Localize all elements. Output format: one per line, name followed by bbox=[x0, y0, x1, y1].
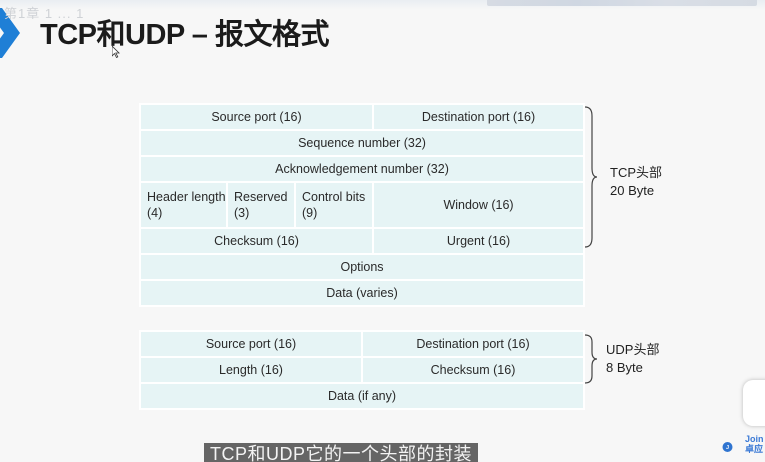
tcp-header-length: Header length (4) bbox=[139, 181, 228, 229]
udp-brace-label-line2: 8 Byte bbox=[606, 360, 643, 375]
tcp-options: Options bbox=[138, 253, 586, 281]
udp-header-table: Source port (16) Destination port (16) L… bbox=[139, 330, 585, 410]
tcp-urgent: Urgent (16) bbox=[372, 227, 586, 255]
video-subtitle: TCP和UDP它的一个头部的封装 bbox=[204, 443, 479, 462]
tcp-reserved: Reserved (3) bbox=[226, 181, 296, 229]
udp-checksum: Checksum (16) bbox=[361, 356, 585, 384]
tcp-data: Data (varies) bbox=[138, 279, 586, 307]
logo-text-line2: 卓应 bbox=[745, 444, 764, 454]
logo-icon: J bbox=[722, 442, 733, 452]
tcp-ack-number: Acknowledgement number (32) bbox=[138, 155, 586, 183]
udp-length: Length (16) bbox=[139, 356, 363, 384]
top-tabs bbox=[487, 0, 757, 6]
chat-icon[interactable] bbox=[743, 380, 765, 426]
cursor-icon bbox=[112, 46, 120, 58]
faded-label: 第1章 1 ... 1 bbox=[4, 6, 85, 21]
logo-text: Join 卓应 bbox=[745, 434, 764, 454]
tcp-brace bbox=[584, 106, 598, 248]
tcp-header-table: Source port (16) Destination port (16) S… bbox=[138, 103, 586, 307]
udp-destination-port: Destination port (16) bbox=[361, 330, 585, 358]
tcp-window: Window (16) bbox=[372, 181, 586, 229]
udp-brace-label-line1: UDP头部 bbox=[606, 342, 660, 357]
logo-text-line1: Join bbox=[745, 434, 764, 444]
tcp-control-bits: Control bits (9) bbox=[293, 181, 375, 229]
top-strip bbox=[0, 0, 765, 10]
udp-data: Data (if any) bbox=[139, 382, 585, 410]
tcp-source-port: Source port (16) bbox=[138, 103, 375, 131]
udp-source-port: Source port (16) bbox=[139, 330, 363, 358]
tcp-sequence-number: Sequence number (32) bbox=[138, 129, 586, 157]
tcp-destination-port: Destination port (16) bbox=[372, 103, 586, 131]
tcp-brace-label: TCP头部 20 Byte bbox=[610, 164, 662, 200]
udp-brace-label: UDP头部 8 Byte bbox=[606, 341, 659, 377]
chevron-icon bbox=[0, 8, 20, 58]
page-title: TCP和UDP – 报文格式 bbox=[40, 19, 329, 51]
svg-text:J: J bbox=[726, 445, 729, 451]
tcp-brace-label-line1: TCP头部 bbox=[610, 165, 663, 180]
tcp-brace-label-line2: 20 Byte bbox=[610, 183, 655, 198]
tcp-checksum: Checksum (16) bbox=[138, 227, 375, 255]
udp-brace bbox=[584, 334, 598, 384]
